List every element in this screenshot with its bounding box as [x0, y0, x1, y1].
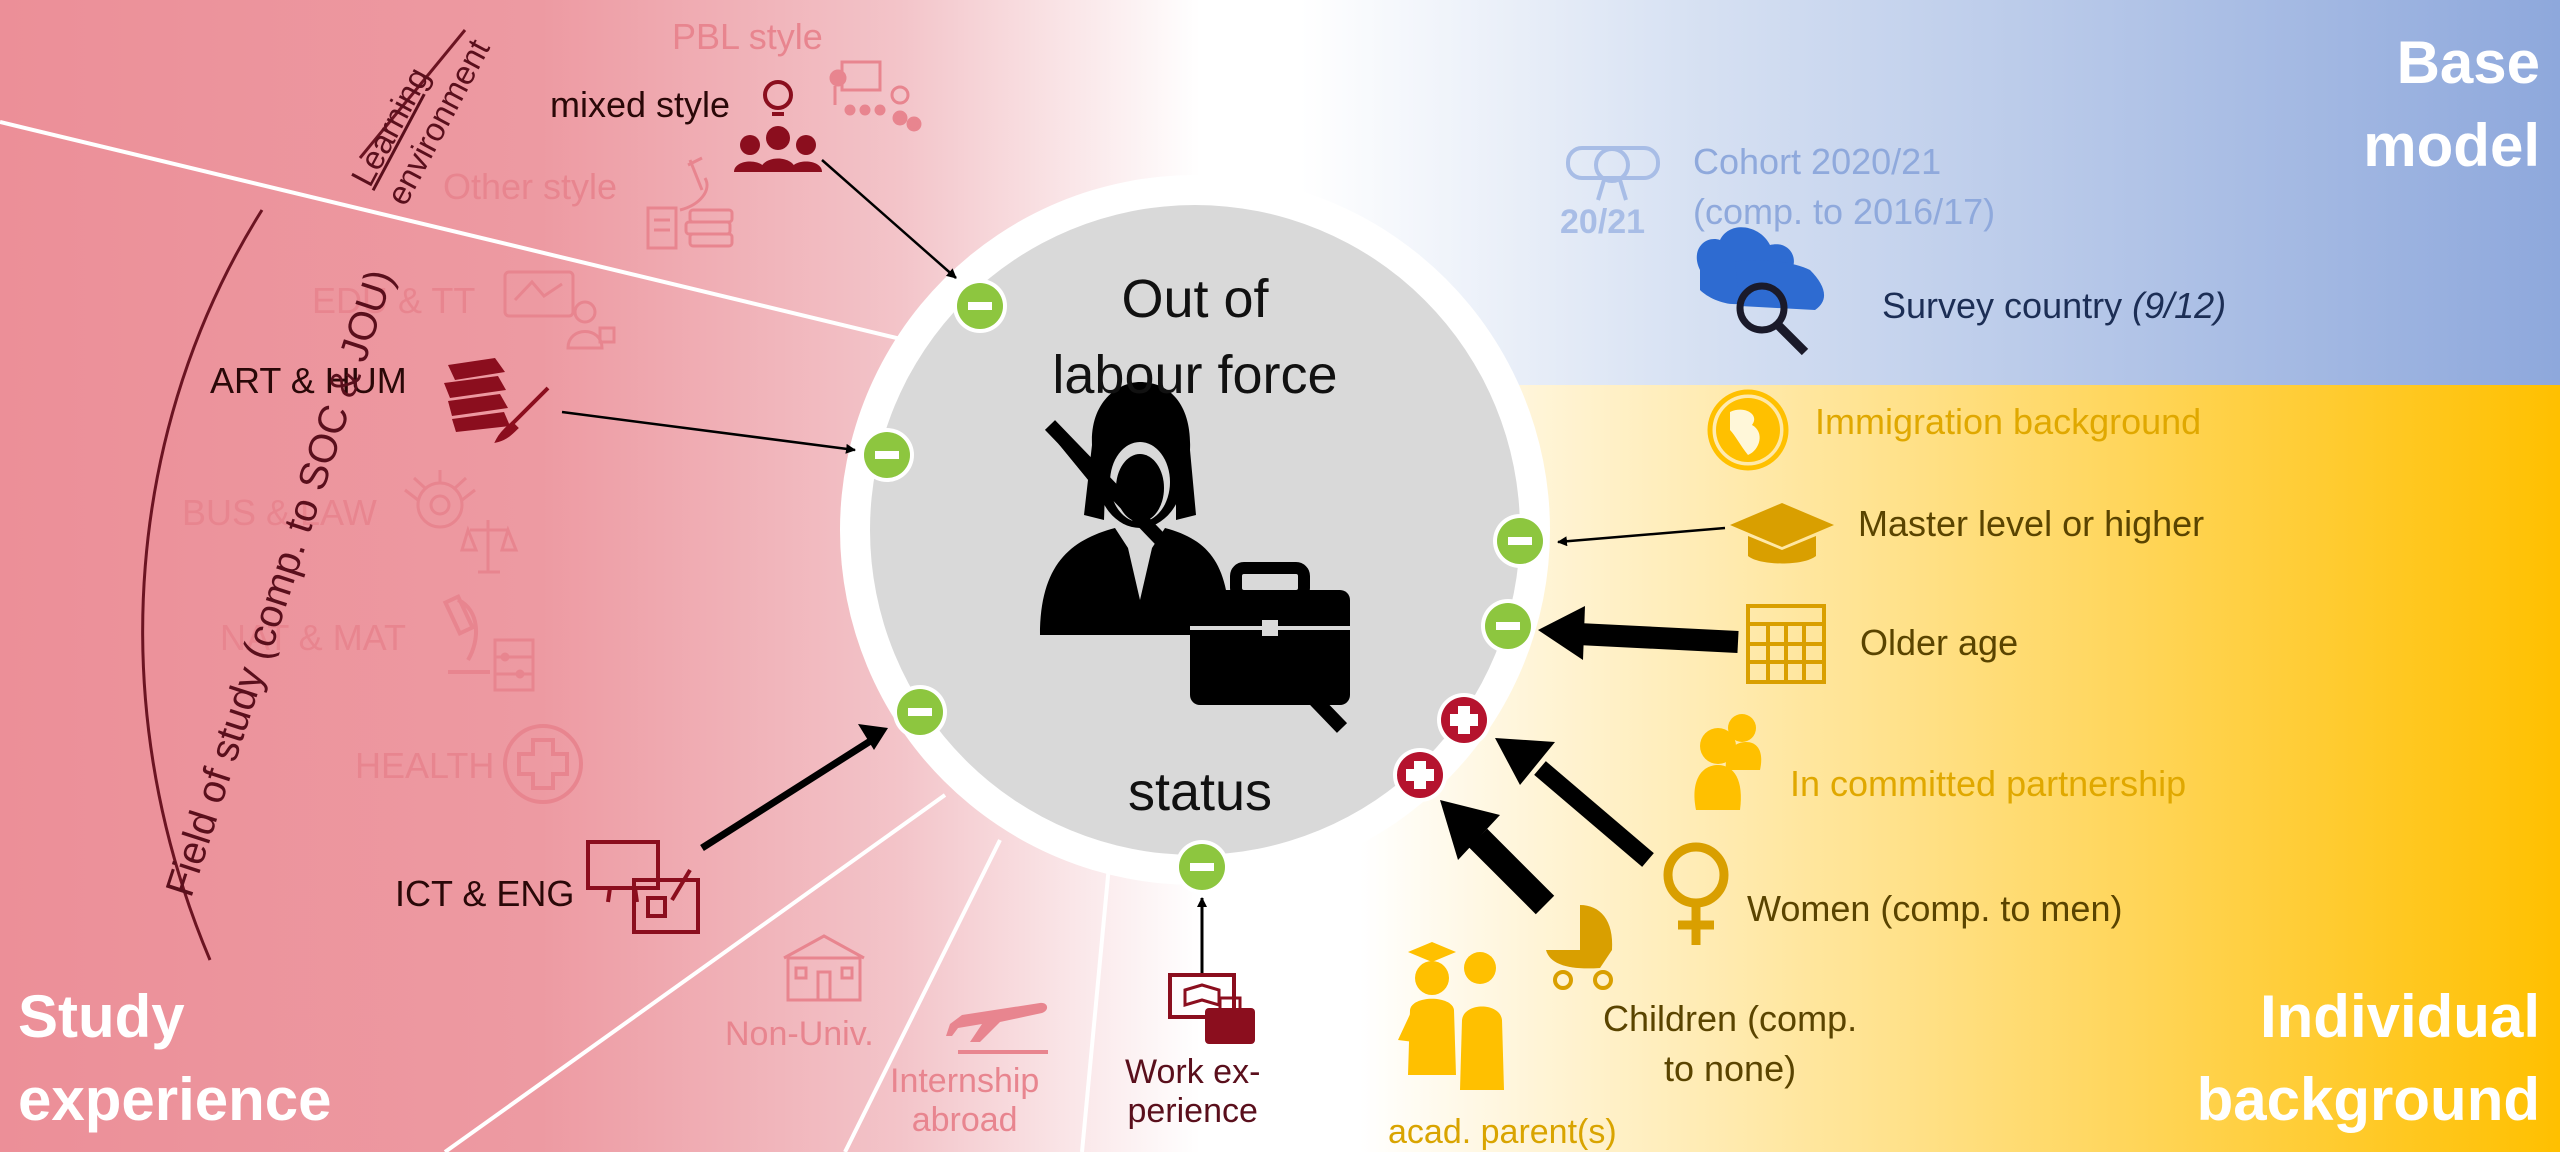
label-work-exp-line1: Work ex-: [1125, 1053, 1261, 1091]
label-children-line1: Children (comp.: [1603, 998, 1858, 1039]
label-partnership: In committed partnership: [1790, 763, 2187, 804]
base-model-title-line2: model: [2363, 111, 2540, 179]
stroller-icon: [1546, 905, 1613, 990]
calendar-icon: [1746, 604, 1826, 684]
label-survey-country-text: Survey country: [1882, 285, 2123, 326]
field-of-study-arc: [141, 209, 264, 961]
badge-children: [1393, 748, 1447, 802]
female-symbol-icon: [1663, 842, 1729, 945]
arrow-older-age-head: [1538, 606, 1585, 660]
microscope-nat-icon: [442, 593, 490, 674]
badge-ict-eng: [893, 685, 947, 739]
lightbulb-icon: [763, 80, 793, 116]
label-internship-abroad: Internship abroad: [890, 1062, 1039, 1140]
arrow-children: [1468, 828, 1555, 915]
books-icon: [646, 206, 734, 250]
badge-mixed-style: [953, 279, 1007, 333]
presenter-icon: [829, 60, 922, 132]
graduates-icon: [1398, 942, 1504, 1090]
label-internship-line2: abroad: [911, 1101, 1018, 1140]
badge-older-age: [1481, 599, 1535, 653]
cohort-badge-text: 20/21: [1560, 203, 1646, 241]
label-cohort: Cohort 2020/21 (comp. to 2016/17): [1693, 137, 1995, 236]
label-nat-mat: NAT & MAT: [220, 617, 407, 658]
badge-women: [1437, 693, 1491, 747]
laptop-briefcase-icon: [1168, 973, 1255, 1044]
arrow-ict-eng-head: [858, 724, 888, 750]
microscope-icon: [679, 156, 709, 212]
label-non-univ: Non-Univ.: [725, 1015, 874, 1053]
badge-work-exp: [1175, 840, 1229, 894]
study-experience-title: Study experience: [18, 976, 332, 1142]
chalkboard-teacher-icon: [503, 270, 616, 350]
study-experience-title-line2: experience: [18, 1065, 332, 1133]
study-experience-title-line1: Study: [18, 983, 185, 1050]
label-older-age: Older age: [1860, 622, 2019, 663]
europe-magnifier-icon: [1696, 227, 1825, 356]
outcome-status: status: [1127, 762, 1273, 822]
couple-icon: [1694, 714, 1762, 810]
label-acad-parents: acad. parent(s): [1388, 1113, 1617, 1151]
base-model-region: [1300, 0, 2560, 385]
center-disc: [870, 205, 1520, 855]
label-work-exp-line2: perience: [1127, 1092, 1258, 1131]
health-cross-icon: [503, 724, 583, 804]
abacus-icon: [493, 638, 535, 692]
label-pbl-style: PBL style: [672, 16, 823, 57]
label-children-line2: to none): [1663, 1047, 1797, 1089]
individual-background-title-line1: Individual: [2259, 983, 2540, 1050]
base-model-title: Base model: [2363, 22, 2540, 188]
badge-art-hum: [860, 428, 914, 482]
effect-arrows: [561, 159, 1739, 975]
learning-environment-divider: [358, 29, 467, 159]
label-art-hum: ART & HUM: [210, 360, 407, 401]
individual-background-region: [1360, 385, 2560, 1152]
briefcase-icon: [1190, 562, 1350, 705]
arrow-children-head: [1440, 800, 1500, 860]
separator-lines: [0, 120, 1112, 1152]
gears-scale-icon: [404, 470, 519, 574]
arrow-mixed-style: [821, 159, 957, 279]
label-cohort-line2: (comp. to 2016/17): [1693, 190, 1996, 232]
label-other-style: Other style: [443, 166, 618, 207]
arrow-art-hum: [561, 410, 856, 454]
badge-master: [1493, 514, 1547, 568]
arrow-women-head: [1495, 738, 1555, 785]
label-ict-eng: ICT & ENG: [395, 873, 575, 914]
label-women: Women (comp. to men): [1747, 888, 2123, 929]
art-books-icon: [444, 358, 510, 432]
label-bus-law: BUS & LAW: [182, 492, 377, 533]
label-survey-country-note: (9/12): [2132, 285, 2227, 326]
individual-background-title-line2: background: [2196, 1065, 2540, 1133]
label-mixed-style: mixed style: [550, 84, 731, 125]
label-survey-country: Survey country (9/12): [1882, 285, 2226, 326]
label-edu-tt: EDU & TT: [312, 280, 476, 321]
label-master: Master level or higher: [1858, 503, 2205, 544]
label-immigration: Immigration background: [1815, 401, 2202, 442]
label-internship-line1: Internship: [890, 1062, 1040, 1100]
arrow-older-age: [1577, 623, 1739, 653]
people-icon: [734, 126, 822, 172]
computer-drafting-icon: [586, 840, 700, 934]
individual-background-title: Individual background: [2197, 976, 2540, 1142]
label-cohort-line1: Cohort 2020/21: [1693, 141, 1942, 182]
airplane-icon: [946, 1002, 1048, 1054]
diploma-icon: [1566, 146, 1660, 201]
outcome-title: Out of labour force: [995, 262, 1395, 413]
graduation-cap-icon: [1730, 503, 1834, 564]
paint-brush-icon: [494, 386, 550, 443]
base-model-title-line1: Base: [2396, 29, 2540, 96]
arrow-master: [1557, 526, 1726, 547]
label-health: HEALTH: [355, 745, 495, 786]
label-children: Children (comp. to none): [1603, 994, 1857, 1093]
outcome-title-line1: Out of: [1121, 269, 1269, 329]
arrow-ict-eng: [700, 737, 874, 851]
outcome-title-line2: labour force: [1052, 344, 1338, 405]
label-work-experience: Work ex- perience: [1125, 1053, 1260, 1131]
globe-icon: [1707, 389, 1789, 471]
school-building-icon: [783, 934, 865, 1002]
arrow-women: [1534, 761, 1654, 867]
